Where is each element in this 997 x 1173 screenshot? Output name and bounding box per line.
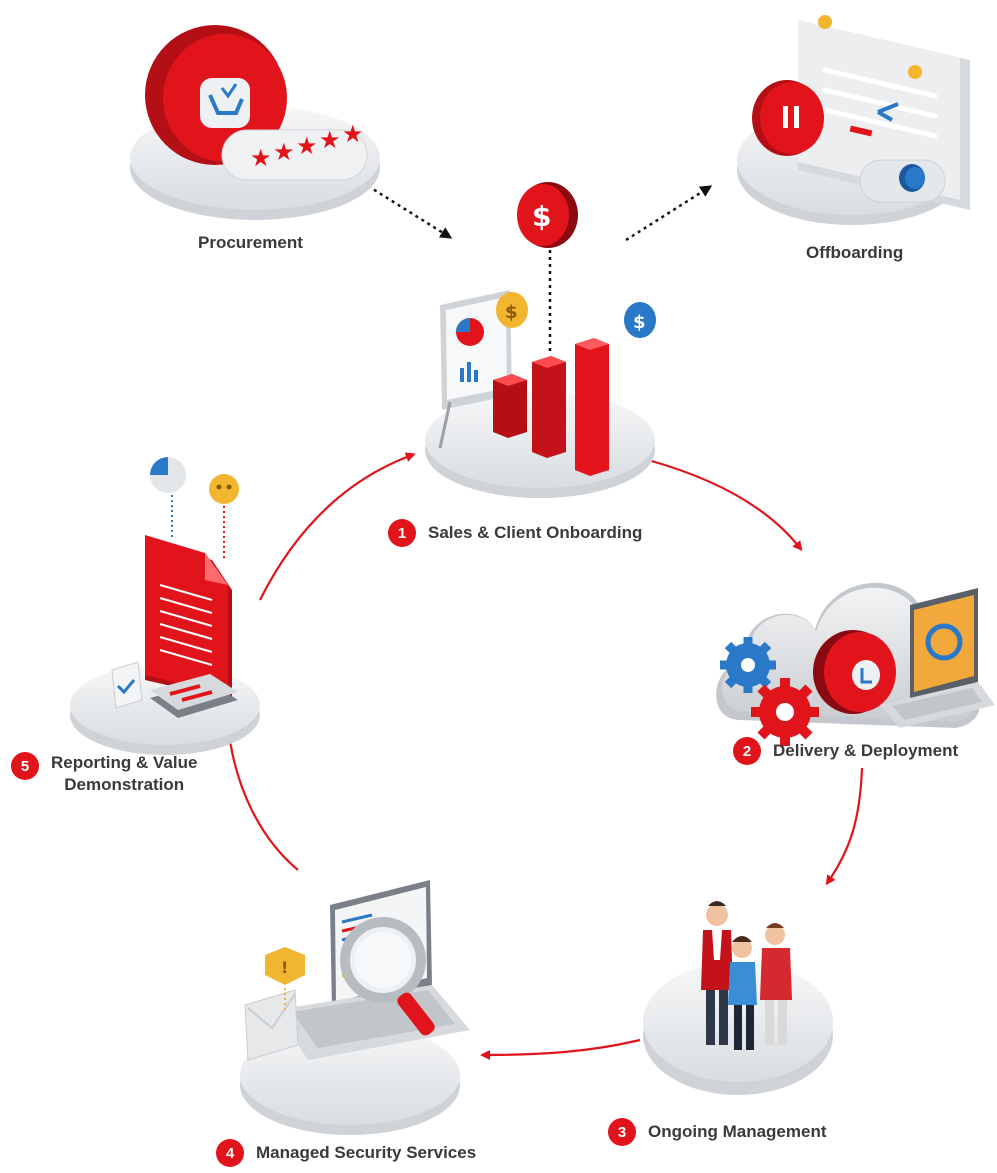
- stage-5-reporting-value: 5 Reporting & Value Demonstration: [11, 752, 197, 796]
- stage-1-badge: 1: [388, 519, 416, 547]
- arrow-2-to-3: [825, 767, 864, 886]
- procurement-illustration: ★ ★ ★ ★ ★: [130, 25, 380, 220]
- svg-text:$: $: [505, 302, 518, 323]
- ongoing-management-illustration: [643, 637, 833, 1095]
- sync-icon: [925, 623, 963, 661]
- flow-arrows: [367, 184, 713, 242]
- stage-2-delivery-deployment: 2 Delivery & Deployment: [733, 737, 958, 765]
- reporting-illustration: [70, 457, 260, 755]
- dollar-coin-icon: $: [532, 200, 551, 233]
- stage-5-badge: 5: [11, 752, 39, 780]
- gear-icon-red: [751, 678, 819, 746]
- offboarding-flow-arrow: [625, 185, 713, 242]
- download-icon: [860, 668, 872, 684]
- arrow-4-to-5: [223, 722, 299, 871]
- arrow-3-to-4: [480, 1038, 641, 1060]
- stage-2-label: Delivery & Deployment: [773, 741, 959, 760]
- arrow-5-to-1: [259, 452, 416, 601]
- stage-1-sales-client-onboarding: 1 Sales & Client Onboarding: [388, 519, 642, 547]
- stage-5-label-line-2: Demonstration: [64, 775, 185, 794]
- stage-4-badge: 4: [216, 1139, 244, 1167]
- svg-text:★: ★: [296, 132, 318, 160]
- document-icon: [159, 583, 213, 667]
- sales-onboarding-illustration: $ $ $: [425, 182, 656, 498]
- logout-arrow-icon: [877, 102, 899, 122]
- cart-icon: [208, 94, 244, 115]
- offboarding-illustration: [737, 15, 970, 225]
- skull-icon: [209, 474, 239, 504]
- stage-2-badge: 2: [733, 737, 761, 765]
- svg-text:★: ★: [319, 126, 341, 154]
- procurement-label: Procurement: [198, 233, 303, 252]
- stage-4-label: Managed Security Services: [256, 1143, 477, 1162]
- managed-security-illustration: !: [240, 880, 470, 1135]
- offboarding-label: Offboarding: [806, 243, 904, 262]
- gear-icon: [720, 637, 776, 693]
- stage-3-badge: 3: [608, 1118, 636, 1146]
- shield-alert-icon: [265, 947, 305, 985]
- arrow-1-to-2: [647, 458, 803, 552]
- svg-text:★: ★: [342, 120, 364, 148]
- team-people-icon: [701, 901, 792, 1050]
- stage-5-label: Reporting & Value Demonstration: [51, 752, 197, 796]
- checkmark-icon: [116, 679, 136, 695]
- bar-chart-icon: [493, 338, 609, 476]
- rating-stars-icon: ★ ★ ★ ★ ★: [250, 120, 364, 172]
- cart-icon-tile: [200, 78, 250, 128]
- svg-text:★: ★: [250, 144, 272, 172]
- stage-4-managed-security-services: 4 Managed Security Services: [216, 1139, 476, 1167]
- cycle-arrows: [223, 452, 864, 1060]
- svg-text:★: ★: [273, 138, 295, 166]
- stage-5-label-line-1: Reporting & Value: [51, 753, 198, 772]
- svg-text:!: !: [281, 958, 288, 977]
- svg-text:$: $: [633, 312, 646, 333]
- stage-3-label: Ongoing Management: [648, 1122, 827, 1141]
- procurement-flow-arrow: [367, 184, 453, 239]
- stage-3-ongoing-management: 3 Ongoing Management: [608, 1118, 827, 1146]
- pause-icon: [783, 106, 799, 128]
- stage-1-label: Sales & Client Onboarding: [428, 523, 643, 542]
